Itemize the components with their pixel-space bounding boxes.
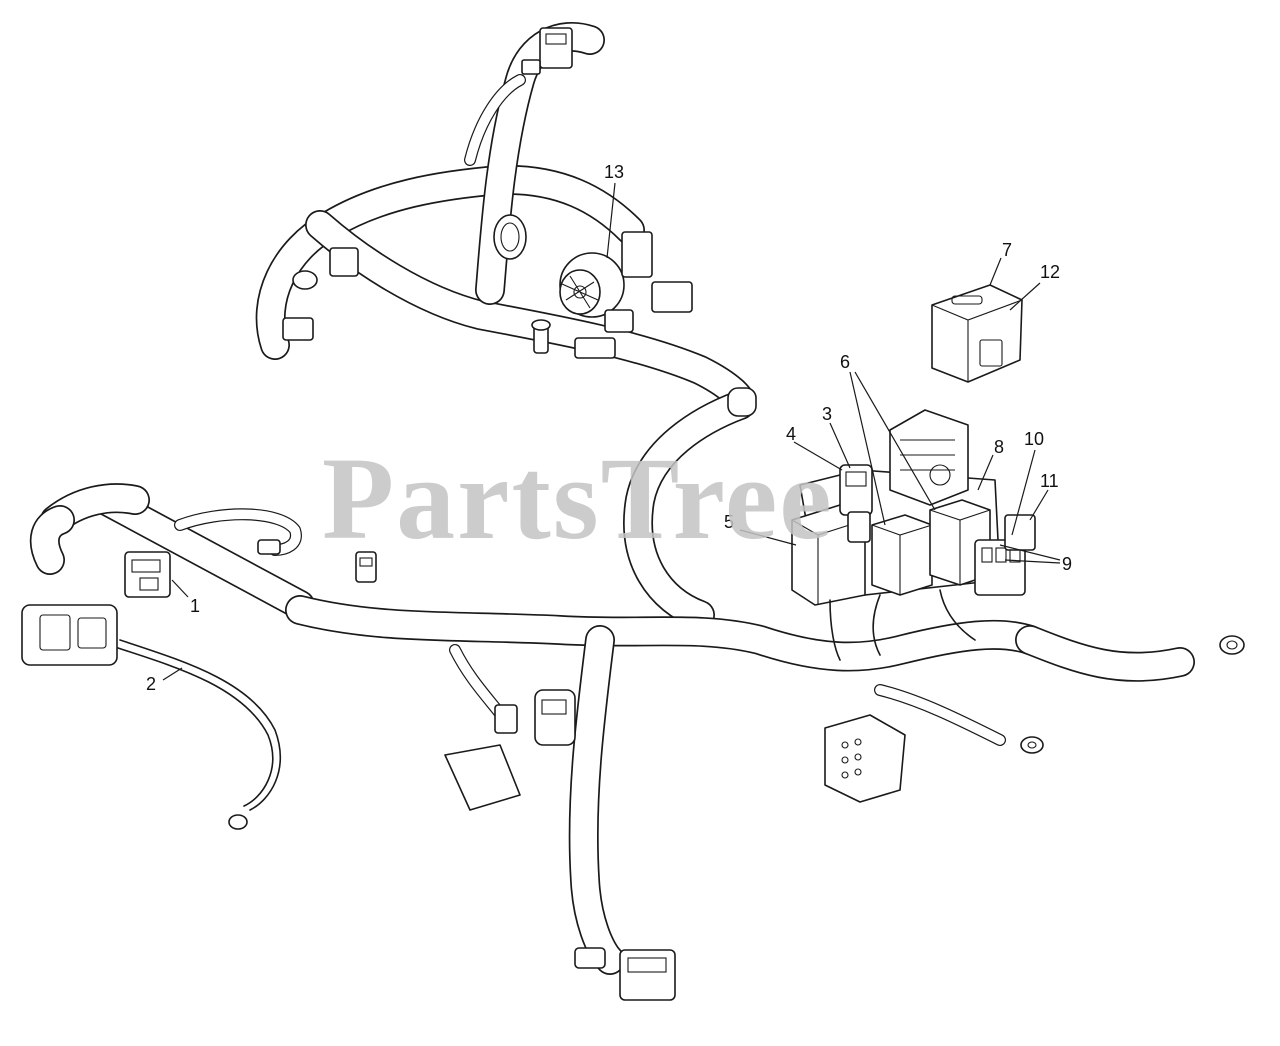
callout-3: 3 [822,404,832,424]
round-connector-upper [493,214,527,260]
callout-5: 5 [724,512,734,532]
relay-wire-2 [872,594,881,656]
lower-middle-connector [534,689,576,746]
connector-3 [839,464,873,543]
upper-harness-end-cap [727,387,757,417]
callout-12: 12 [1040,262,1060,282]
callout-4: 4 [786,424,796,444]
small-clip-near-13 [604,309,634,333]
callout-7: 7 [1002,240,1012,260]
ring-terminal-right [1219,635,1245,655]
fuse-cluster-9-10-11 [974,514,1036,596]
callout-leaders [162,182,1061,681]
lower-left-bracket [444,704,521,811]
callout-6: 6 [840,352,850,372]
plug-below-13 [574,337,616,359]
left-connector-1 [124,551,171,598]
ground-lead-outline [117,647,274,807]
callout-13: 13 [604,162,624,182]
post-grommet [531,319,551,354]
top-connector [521,27,573,75]
ground-lead [119,639,281,811]
callout-1: 1 [190,596,200,616]
relay-wire-3 [939,589,976,641]
fuse-block-connector-top [889,409,969,506]
fuse-cover-7-12 [931,284,1023,383]
upper-left-connector [329,247,359,277]
side-plug-near-13 [651,281,693,313]
center-plug [355,551,377,583]
upper-left-grommet [292,270,318,290]
callout-2: 2 [146,674,156,694]
callout-8: 8 [994,437,1004,457]
callout-10: 10 [1024,429,1044,449]
bottom-end-connector [574,947,676,1001]
connector-near-13 [621,231,653,278]
relay-6a [871,514,933,596]
small-plug-left [257,539,281,555]
ring-terminal-lower-left [228,814,248,830]
component-13-buzzer [559,252,625,318]
upper-left-plug [282,317,314,341]
ring-terminal-lower-right [1020,736,1044,754]
relay-wire-1 [829,599,841,661]
bottom-multipin-connector [824,714,906,803]
callout-11: 11 [1040,471,1059,491]
callout-9: 9 [1062,554,1072,574]
left-outer-connector [21,604,118,666]
